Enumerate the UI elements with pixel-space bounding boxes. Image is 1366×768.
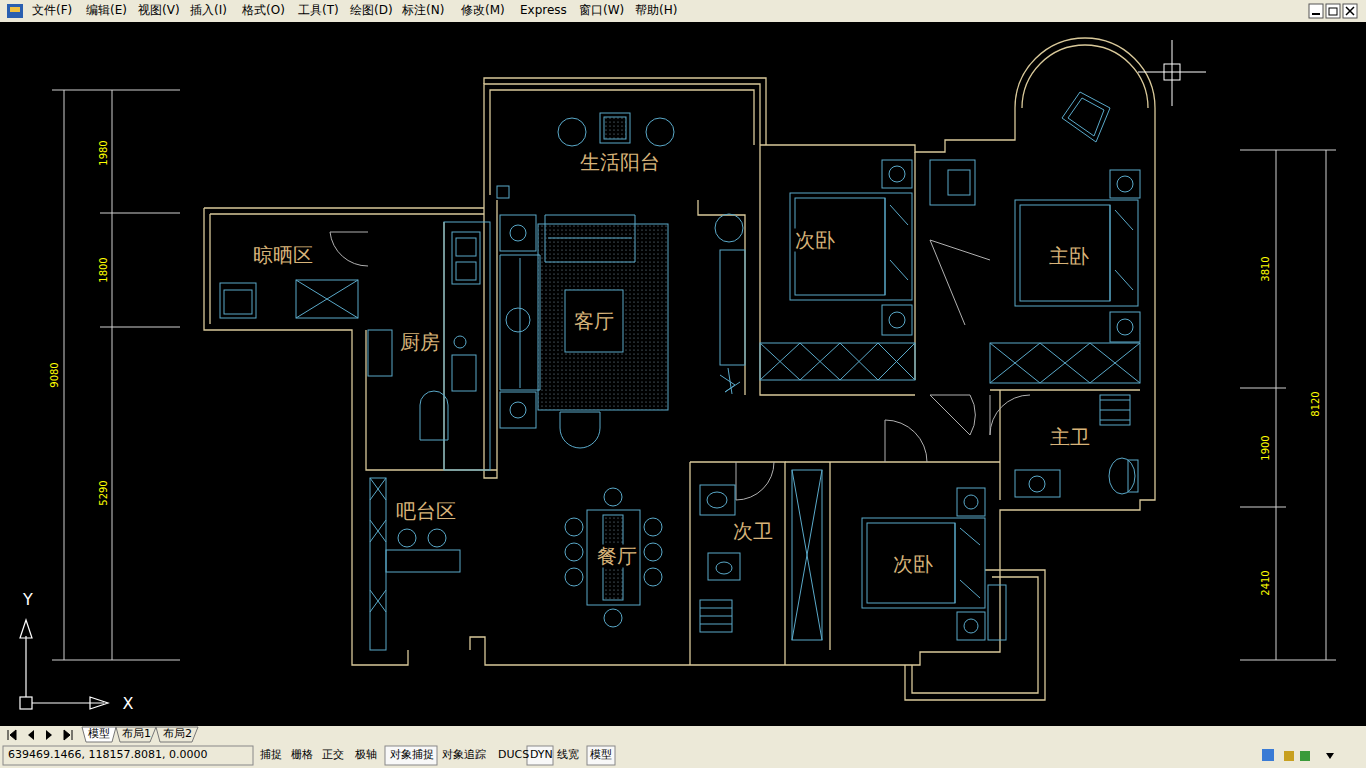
room-label: 次卫: [731, 520, 775, 543]
dimension-lines: [52, 90, 1336, 660]
layout-tabs: [82, 727, 198, 742]
status-buttons: [3, 746, 615, 765]
window-buttons: [1309, 4, 1357, 18]
dimension-text: 1900: [1260, 435, 1272, 460]
status-bar: [0, 744, 1366, 768]
layout-tab: 模型: [88, 728, 110, 741]
axis-label: X: [123, 695, 134, 713]
room-label: 餐厅: [595, 545, 639, 568]
dimension-text: 1980: [98, 140, 110, 165]
tab-nav: [8, 730, 72, 740]
dimension-text: 3810: [1260, 256, 1272, 281]
room-label: 主卧: [1047, 245, 1091, 268]
menu-item: 窗口(W): [579, 4, 624, 18]
menu-item: 工具(T): [298, 4, 339, 18]
walls: [204, 38, 1155, 700]
menu-bar: [0, 0, 1366, 22]
dimension-text: 9080: [49, 362, 61, 387]
status-toggle: 线宽: [557, 749, 579, 762]
layout-tab: 布局1: [122, 728, 151, 741]
dimension-text: 2410: [1260, 570, 1272, 595]
status-toggle: 对象追踪: [442, 749, 486, 762]
status-toggle: 模型: [590, 749, 612, 762]
room-label: 主卫: [1048, 426, 1092, 449]
room-label: 次卧: [793, 229, 837, 252]
menu-item: 标注(N): [402, 4, 444, 18]
furniture: [220, 92, 1140, 650]
menu-item: 插入(I): [190, 4, 227, 18]
layout-tab: 布局2: [163, 728, 192, 741]
menu-item: 视图(V): [138, 4, 180, 18]
coordinate-readout: 639469.1466, 118157.8081, 0.0000: [8, 749, 207, 762]
doors: [330, 232, 1030, 500]
room-label: 厨房: [398, 331, 442, 354]
room-label: 吧台区: [394, 500, 458, 523]
crosshair-cursor: [1138, 40, 1206, 106]
dimension-text: 5290: [98, 480, 110, 505]
status-toggle: 对象捕捉: [390, 749, 434, 762]
app-icon: [7, 4, 23, 18]
dimension-text: 8120: [1310, 391, 1322, 416]
status-toggle: DYN: [530, 749, 553, 762]
tab-bar: [0, 726, 1366, 744]
room-label: 晾晒区: [251, 244, 315, 267]
status-toggle: DUCS: [498, 749, 529, 762]
status-toggle: 栅格: [291, 749, 313, 762]
status-toggle: 极轴: [355, 749, 377, 762]
menu-item: Express: [520, 4, 567, 18]
status-toggle: 正交: [322, 749, 344, 762]
axis-label: Y: [23, 591, 33, 609]
status-toggle: 捕捉: [260, 749, 282, 762]
ucs-icon: [20, 620, 108, 709]
menu-item: 文件(F): [32, 4, 72, 18]
menu-item: 编辑(E): [86, 4, 127, 18]
room-label: 生活阳台: [578, 151, 662, 174]
room-label: 客厅: [572, 310, 616, 333]
menu-item: 绘图(D): [350, 4, 393, 18]
menu-item: 修改(M): [461, 4, 505, 18]
menu-item: 帮助(H): [635, 4, 677, 18]
dimension-text: 1800: [98, 257, 110, 282]
tray-icons: [1262, 749, 1334, 761]
room-label: 次卧: [891, 553, 935, 576]
menu-item: 格式(O): [242, 4, 285, 18]
